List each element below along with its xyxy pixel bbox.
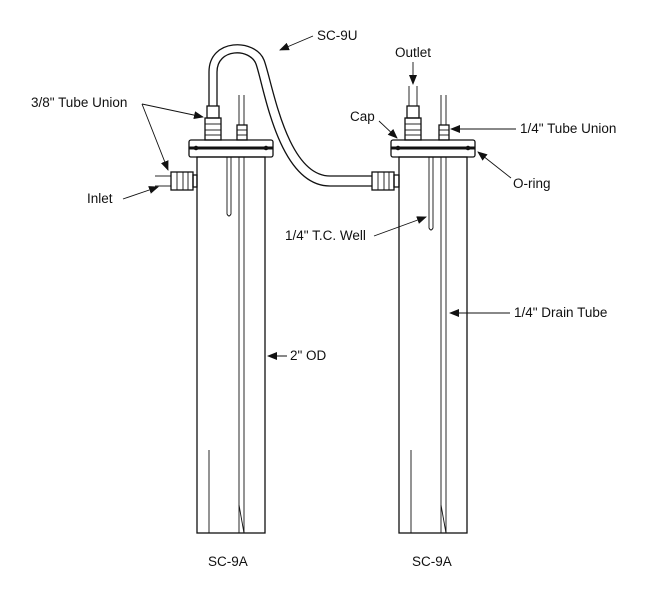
label-sc9a-left: SC-9A bbox=[208, 554, 248, 569]
label-inlet: Inlet bbox=[87, 191, 113, 206]
left-cylinder bbox=[155, 95, 274, 534]
label-tube-union-14: 1/4" Tube Union bbox=[520, 121, 616, 136]
right-cylinder bbox=[371, 86, 476, 534]
label-tc-well: 1/4" T.C. Well bbox=[285, 228, 366, 243]
left-small-union bbox=[236, 124, 248, 141]
label-drain-tube: 1/4" Drain Tube bbox=[514, 305, 607, 320]
leader-lines bbox=[122, 35, 516, 360]
left-top-union bbox=[204, 117, 222, 141]
label-sc9a-right: SC-9A bbox=[412, 554, 452, 569]
outlet-union bbox=[404, 117, 422, 141]
right-side-fitting bbox=[371, 171, 395, 191]
label-sc9u: SC-9U bbox=[317, 28, 358, 43]
label-od: 2" OD bbox=[290, 348, 327, 363]
inlet-fitting bbox=[170, 171, 194, 191]
label-tube-union-38: 3/8" Tube Union bbox=[31, 95, 127, 110]
label-outlet: Outlet bbox=[395, 45, 431, 60]
sc9u-tube bbox=[208, 44, 372, 187]
labels: SC-9U Outlet 3/8" Tube Union Cap 1/4" Tu… bbox=[31, 28, 616, 569]
label-oring: O-ring bbox=[513, 176, 551, 191]
right-small-union bbox=[438, 124, 450, 141]
label-cap: Cap bbox=[350, 109, 375, 124]
